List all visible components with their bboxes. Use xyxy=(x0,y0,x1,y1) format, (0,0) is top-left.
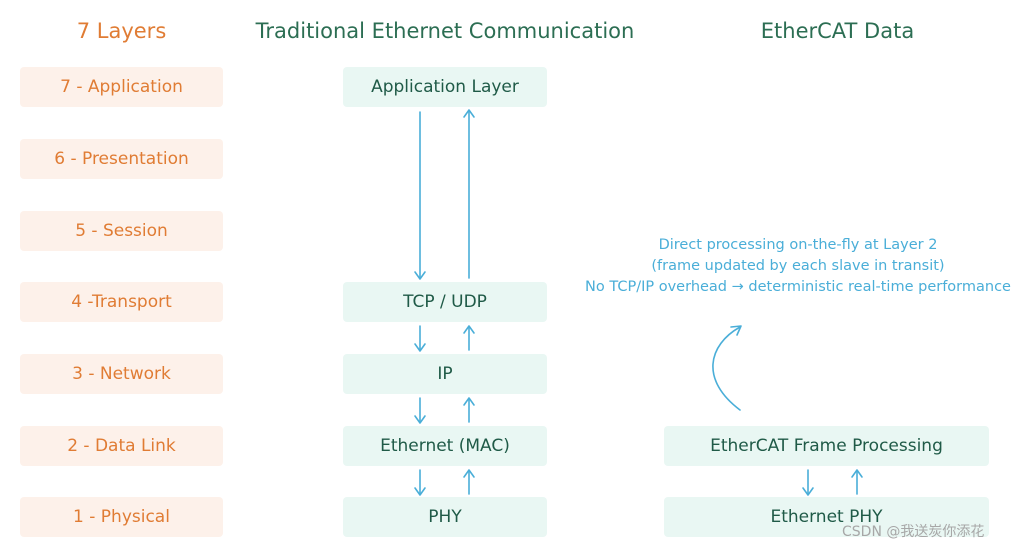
ethercat-note-line-2: (frame updated by each slave in transit) xyxy=(651,258,945,274)
arrow-down-ip-to-mac xyxy=(414,397,426,424)
osi-layers-heading: 7 Layers xyxy=(76,19,167,43)
ethernet-mac-box: Ethernet (MAC) xyxy=(343,426,547,466)
watermark: CSDN @我送炭你添花 xyxy=(842,524,985,540)
arrow-up-ip-to-tcp xyxy=(463,325,475,351)
ethercat-note-line-3: No TCP/IP overhead → deterministic real-… xyxy=(585,279,1011,295)
arrow-up-tcp-to-app xyxy=(463,109,475,279)
osi-layer-6: 6 - Presentation xyxy=(20,139,223,179)
osi-layer-3: 3 - Network xyxy=(20,354,223,394)
ethercat-frame-processing-box: EtherCAT Frame Processing xyxy=(664,426,989,466)
ethercat-note-line-1: Direct processing on-the-fly at Layer 2 xyxy=(658,237,938,253)
tcp-udp-box: TCP / UDP xyxy=(343,282,547,322)
osi-layer-7: 7 - Application xyxy=(20,67,223,107)
application-layer-box: Application Layer xyxy=(343,67,547,107)
arrow-down-mac-to-phy xyxy=(414,469,426,496)
phy-box: PHY xyxy=(343,497,547,537)
ip-box: IP xyxy=(343,354,547,394)
osi-layer-2: 2 - Data Link xyxy=(20,426,223,466)
ethernet-phy-box: Ethernet PHY xyxy=(664,497,989,537)
osi-layer-5: 5 - Session xyxy=(20,211,223,251)
traditional-ethernet-heading: Traditional Ethernet Communication xyxy=(255,19,635,43)
ethercat-heading: EtherCAT Data xyxy=(760,19,915,43)
curved-arrow-to-note xyxy=(712,325,742,411)
ethercat-note: Direct processing on-the-fly at Layer 2 … xyxy=(560,235,1036,298)
arrow-up-mac-to-ip xyxy=(463,397,475,423)
arrow-up-phy-to-mac xyxy=(463,469,475,495)
arrow-down-tcp-to-ip xyxy=(414,325,426,352)
arrow-up-phy-to-ecat xyxy=(851,469,863,495)
arrow-down-ecat-to-phy xyxy=(802,469,814,496)
osi-layer-1: 1 - Physical xyxy=(20,497,223,537)
arrow-down-app-to-tcp xyxy=(414,111,426,280)
osi-layer-4: 4 -Transport xyxy=(20,282,223,322)
